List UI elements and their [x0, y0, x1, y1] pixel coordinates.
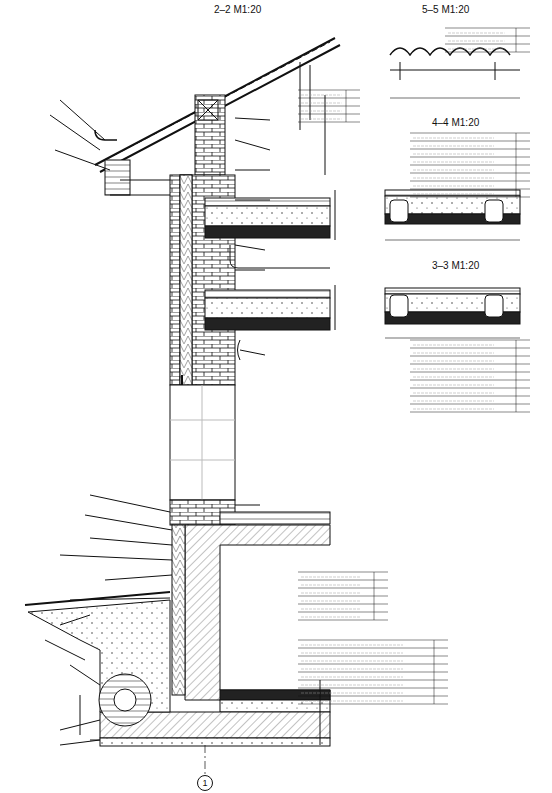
table-text-line — [413, 146, 494, 147]
table-text-line — [301, 677, 403, 678]
table-rule — [410, 141, 530, 142]
table-rule — [298, 648, 448, 649]
table-text-line — [413, 178, 494, 179]
table-rule — [410, 356, 530, 357]
table-rule — [410, 189, 530, 190]
table-text-line — [301, 653, 403, 654]
table-text-line — [301, 593, 361, 594]
table-rule — [410, 157, 530, 158]
table-rule — [410, 372, 530, 373]
table-text-line — [301, 601, 361, 602]
table-text-line — [413, 401, 494, 402]
table-text-line — [413, 138, 494, 139]
axis-marker: 1 — [197, 775, 213, 791]
section-title: 5–5 M1:20 — [420, 4, 471, 15]
table-text-line — [413, 345, 494, 346]
table-rule — [298, 122, 360, 123]
table-text-line — [301, 609, 361, 610]
table-rule — [410, 348, 530, 349]
axis-number: 1 — [202, 778, 207, 788]
table-rule — [298, 596, 388, 597]
table-rule — [516, 133, 517, 197]
table-text-line — [413, 170, 494, 171]
table-text-line — [413, 162, 494, 163]
table-rule — [410, 133, 530, 134]
table-rule — [298, 672, 448, 673]
table-rule — [298, 704, 448, 705]
table-rule — [445, 28, 530, 29]
table-rule — [516, 28, 517, 52]
table-rule — [434, 640, 435, 704]
table-text-line — [448, 49, 505, 50]
table-text-line — [413, 369, 494, 370]
table-text-line — [301, 685, 403, 686]
table-rule — [410, 396, 530, 397]
table-text-line — [301, 645, 403, 646]
table-text-line — [413, 361, 494, 362]
table-rule — [410, 181, 530, 182]
table-text-line — [413, 154, 494, 155]
table-text-line — [301, 585, 361, 586]
table-rule — [410, 412, 530, 413]
table-rule — [410, 340, 530, 341]
table-rule — [410, 364, 530, 365]
table-text-line — [413, 353, 494, 354]
section-title: 2–2 M1:20 — [212, 4, 263, 15]
table-rule — [410, 380, 530, 381]
table-rule — [298, 696, 448, 697]
table-rule — [410, 173, 530, 174]
table-text-line — [301, 693, 403, 694]
table-text-line — [301, 111, 341, 112]
table-text-line — [448, 33, 505, 34]
table-text-line — [301, 103, 341, 104]
table-rule — [298, 688, 448, 689]
table-text-line — [448, 41, 505, 42]
table-rule — [298, 90, 360, 91]
table-rule — [410, 404, 530, 405]
table-text-line — [413, 409, 494, 410]
table-rule — [298, 580, 388, 581]
table-text-line — [301, 119, 341, 120]
table-text-line — [301, 617, 361, 618]
table-rule — [410, 388, 530, 389]
table-rule — [298, 620, 388, 621]
table-rule — [298, 604, 388, 605]
table-rule — [445, 44, 530, 45]
table-rule — [410, 197, 530, 198]
table-text-line — [301, 701, 403, 702]
table-rule — [298, 656, 448, 657]
table-text-line — [301, 95, 341, 96]
table-rule — [445, 36, 530, 37]
table-rule — [298, 106, 360, 107]
table-text-line — [413, 194, 494, 195]
table-rule — [410, 165, 530, 166]
table-text-line — [301, 577, 361, 578]
section-title: 4–4 M1:20 — [430, 117, 481, 128]
table-rule — [516, 340, 517, 412]
table-rule — [374, 572, 375, 620]
table-rule — [298, 612, 388, 613]
table-text-line — [413, 186, 494, 187]
table-text-line — [301, 661, 403, 662]
table-rule — [298, 664, 448, 665]
table-rule — [445, 52, 530, 53]
section-title: 3–3 M1:20 — [430, 260, 481, 271]
table-rule — [298, 680, 448, 681]
table-text-line — [413, 377, 494, 378]
table-text-line — [301, 669, 403, 670]
table-text-line — [413, 393, 494, 394]
table-rule — [298, 588, 388, 589]
table-text-line — [413, 385, 494, 386]
table-rule — [298, 572, 388, 573]
table-rule — [346, 90, 347, 122]
table-rule — [298, 114, 360, 115]
table-rule — [298, 98, 360, 99]
table-rule — [298, 640, 448, 641]
table-rule — [410, 149, 530, 150]
